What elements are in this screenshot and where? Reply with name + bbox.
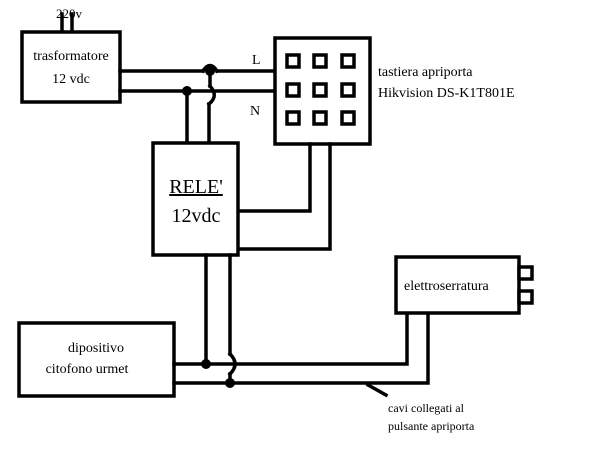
supply-pins (60, 12, 74, 32)
relay-label: RELE' (169, 176, 223, 198)
relay-box (151, 141, 240, 257)
keypad-model: Hikvision DS-K1T801E (378, 86, 515, 101)
transformer-voltage: 12 vdc (52, 72, 90, 87)
door-lock-label: elettroserratura (404, 279, 490, 294)
bottom-bus-wires (172, 311, 430, 398)
door-lock-terminals (517, 265, 534, 305)
intercom-label: dipositivo (68, 341, 124, 356)
line-l-label: L (252, 53, 261, 68)
intercom-box (17, 321, 176, 398)
keypad-keys (285, 53, 356, 126)
note-line-2: pulsante apriporta (388, 419, 475, 433)
keypad-label: tastiera apriporta (378, 65, 473, 80)
transformer-label: trasformatore (33, 49, 108, 64)
note-line-1: cavi collegati al (388, 401, 465, 415)
relay-voltage: 12vdc (172, 205, 221, 227)
supply-voltage-label: 220v (56, 6, 83, 21)
keypad-relay-wires (236, 142, 332, 251)
line-n-label: N (250, 104, 260, 119)
intercom-model: citofono urmet (46, 362, 129, 377)
door-lock-box (394, 255, 521, 315)
supply-wires (118, 63, 276, 145)
transformer-box (20, 30, 122, 104)
